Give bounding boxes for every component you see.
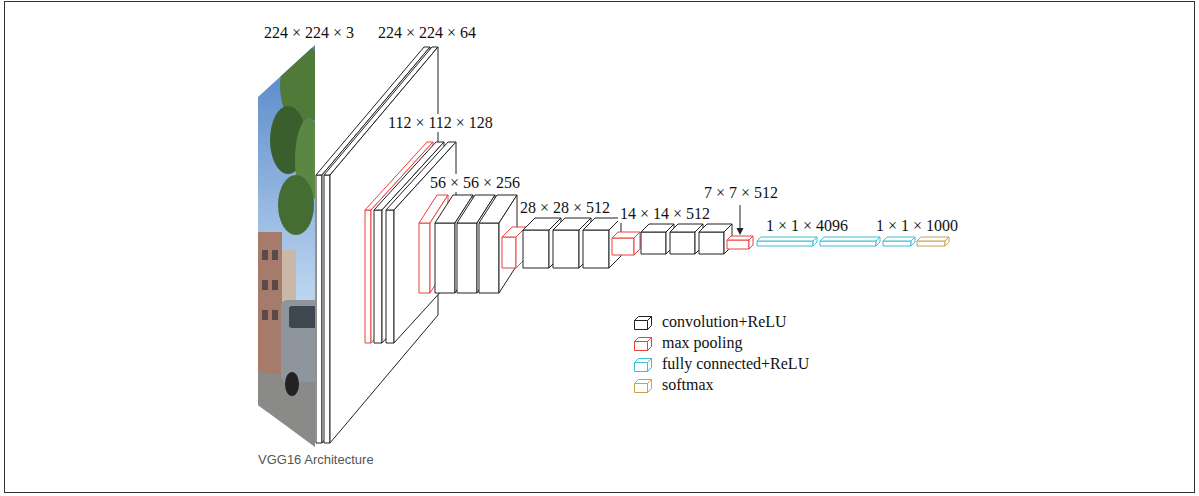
legend-row: convolution+ReLU [633,313,787,331]
photo-window [262,280,268,290]
dimension-label: 224 × 224 × 3 [262,24,356,42]
outer-frame [5,2,1195,493]
fc-face [820,237,880,241]
pool-face [612,238,634,255]
pool-face [502,237,516,268]
swatch-face [648,316,652,329]
pool-face [365,210,371,343]
conv-face [523,230,549,268]
pool-block [612,232,640,255]
dimension-label: 1 × 1 × 4096 [764,217,850,235]
photo-window [262,250,268,260]
conv-face [479,223,499,293]
swatch-face [648,337,652,350]
figure-caption: VGG16 Architecture [258,452,374,468]
fc-face [876,237,880,246]
conv-face [583,230,609,268]
legend-row: fully connected+ReLU [633,355,809,373]
conv-face [553,230,579,268]
pointer-line [740,205,741,229]
legend-swatch [633,314,653,331]
legend-swatch [633,377,653,394]
dimension-label: 56 × 56 × 256 [428,174,522,192]
softmax-block [917,237,949,246]
legend-text: softmax [662,376,714,394]
photo-window [262,310,268,320]
pool-face [634,232,640,255]
pool-face [419,223,430,293]
conv-face [435,223,455,293]
conv-face [670,232,695,254]
photo-window [272,310,278,320]
legend-text: fully connected+ReLU [662,355,809,373]
dimension-label: 14 × 14 × 512 [618,205,712,223]
swatch-face [635,320,648,329]
photo-tree [278,175,314,235]
pool-block [502,227,526,268]
dimension-label: 1 × 1 × 1000 [874,217,960,235]
legend-text: convolution+ReLU [662,313,787,331]
fc-face [813,237,817,246]
conv-face [316,175,322,443]
conv-face [641,232,666,254]
conv-face [386,210,394,343]
pool-face [749,236,753,249]
photo-window [272,250,278,260]
fc-block [820,237,880,246]
dimension-label: 224 × 224 × 64 [376,24,478,42]
conv-block [641,224,674,254]
legend-swatch [633,335,653,352]
photo-car-wheel [285,372,299,396]
fc-face [757,241,813,246]
swatch-face [648,358,652,371]
fc-face [883,241,911,246]
photo-car [281,300,319,382]
swatch-face [635,341,648,350]
legend-text: max pooling [662,334,742,352]
fc-face [883,237,915,241]
photo-road [258,372,318,452]
fc-block [757,237,817,246]
softmax-face [917,241,945,246]
fc-face [820,241,876,246]
conv-face [394,142,456,343]
dimension-label: 28 × 28 × 512 [518,199,612,217]
pool-face [727,240,749,249]
conv-block [324,47,438,443]
pointer-arrowhead [737,228,744,235]
fc-face [757,237,817,241]
dimension-label: 7 × 7 × 512 [702,184,780,202]
legend-swatch [633,356,653,373]
fc-face [911,237,915,246]
conv-face [324,175,330,443]
swatch-face [635,383,648,392]
conv-face [699,232,724,254]
conv-block [670,224,703,254]
conv-face [457,223,477,293]
conv-face [499,195,517,293]
pool-block [727,236,753,249]
legend-row: softmax [633,376,714,394]
dimension-label: 112 × 112 × 128 [386,114,495,132]
conv-block [479,195,517,293]
conv-face [374,210,382,343]
photo-window [272,280,278,290]
fc-block [883,237,915,246]
legend-row: max pooling [633,334,742,352]
swatch-face [635,362,648,371]
swatch-face [648,379,652,392]
softmax-face [945,237,949,246]
conv-block [386,142,456,343]
photo-car-window [289,306,319,328]
softmax-face [917,237,949,241]
input-photo [256,40,324,452]
